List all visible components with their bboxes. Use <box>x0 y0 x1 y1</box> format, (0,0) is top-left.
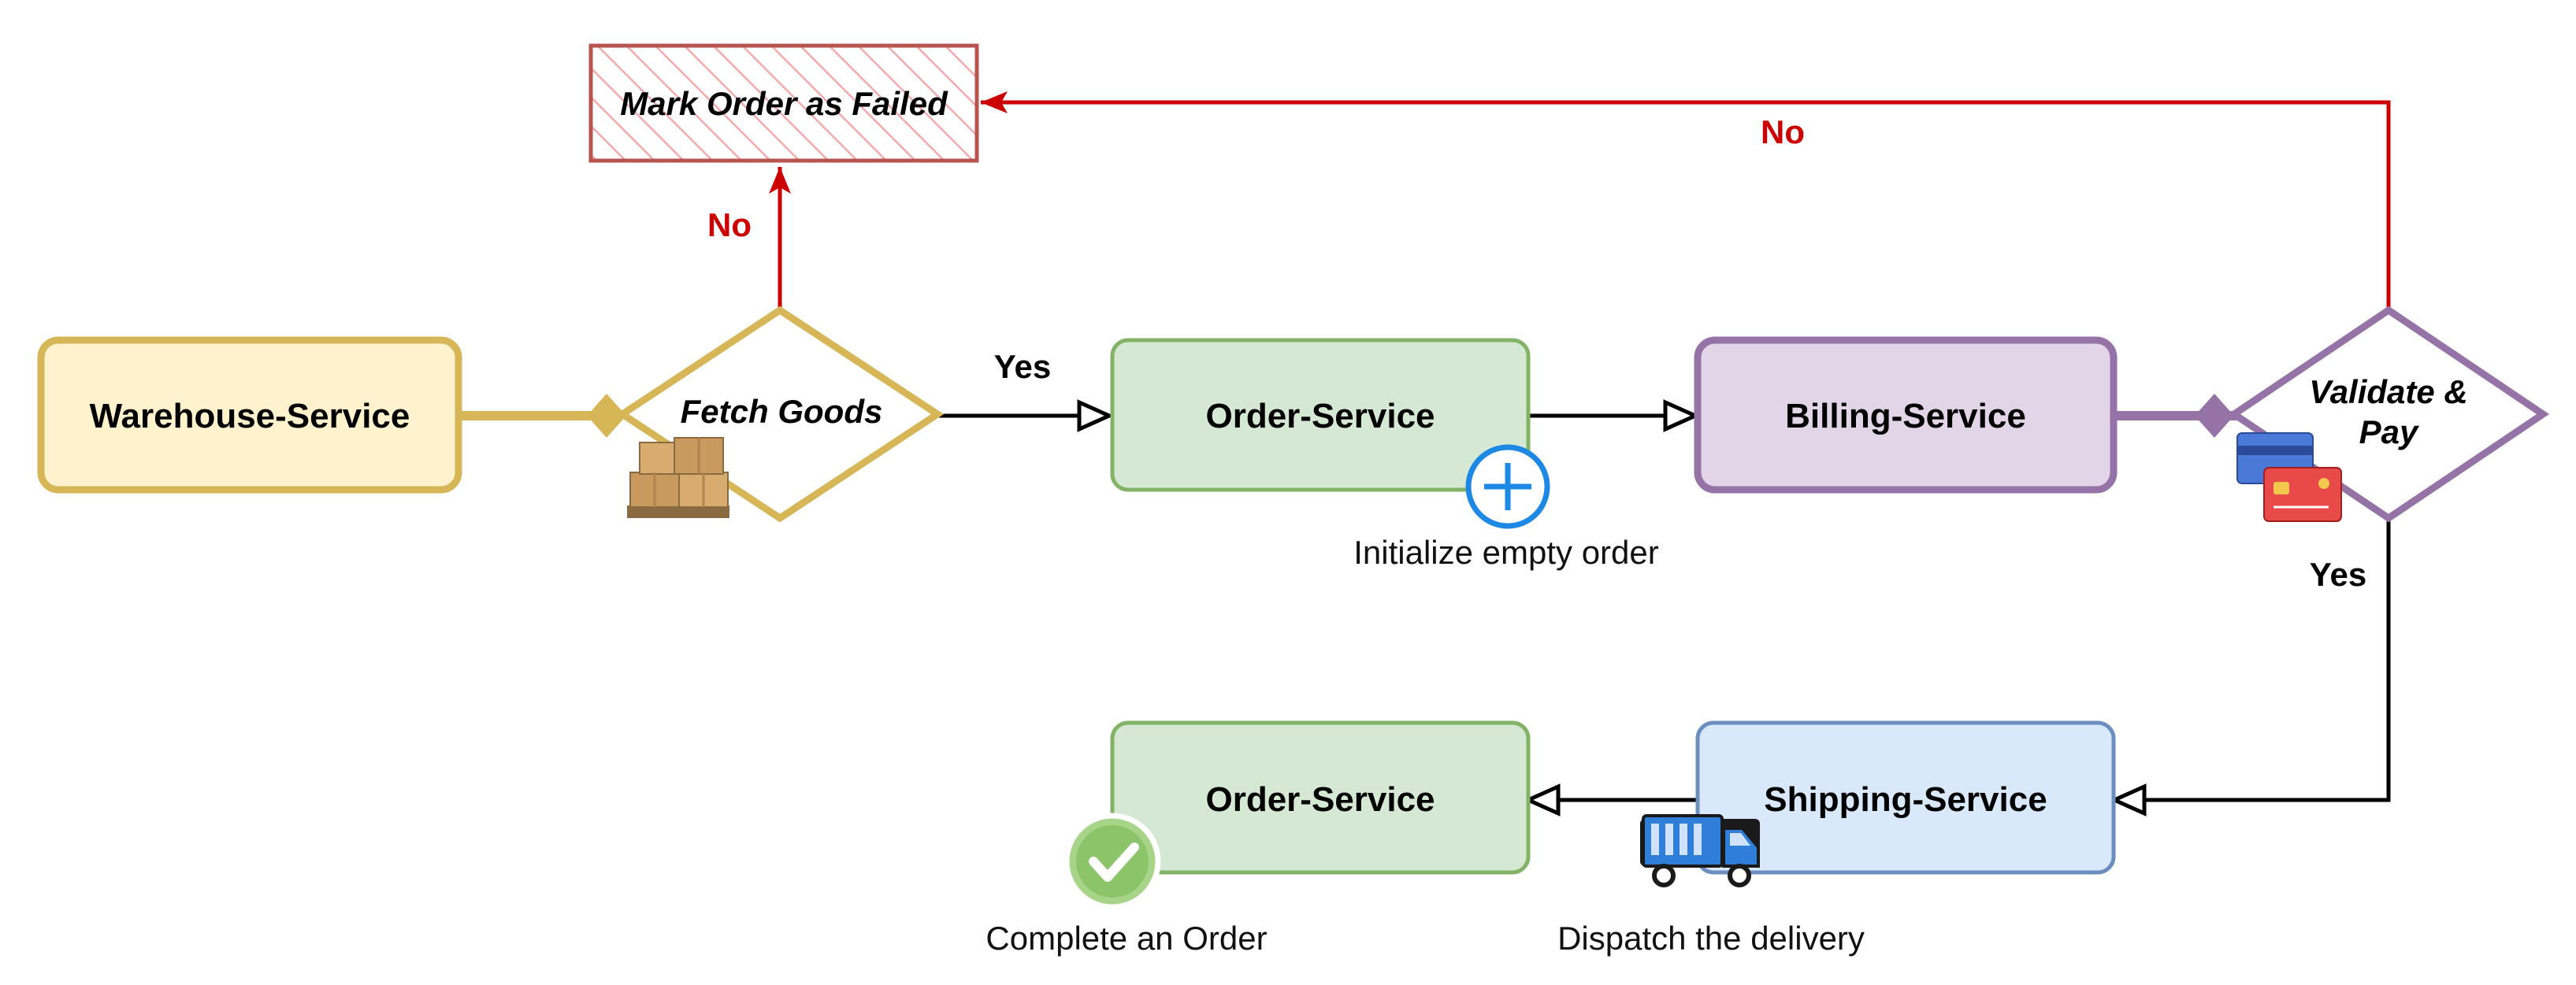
edge-label-fetch-yes: Yes <box>994 348 1051 385</box>
validate-pay-label-line1: Validate & <box>2309 373 2468 410</box>
caption-complete: Complete an Order <box>985 920 1267 957</box>
mark-failed-label: Mark Order as Failed <box>620 85 948 122</box>
billing-service-node: Billing-Service <box>1694 336 2118 494</box>
edge-fetch-to-order-arrow <box>1077 399 1115 432</box>
credit-cards-icon <box>2236 432 2342 522</box>
edge-warehouse-fetch-diamond <box>587 394 626 438</box>
edge-label-validate-yes: Yes <box>2310 556 2366 593</box>
caption-initialize: Initialize empty order <box>1353 534 1659 571</box>
edge-shipping-to-order-arrow <box>1523 783 1561 817</box>
edge-label-validate-no: No <box>1761 113 1805 150</box>
plus-circle-icon <box>1465 444 1550 529</box>
validate-pay-label-line2: Pay <box>2359 413 2420 450</box>
billing-service-label: Billing-Service <box>1785 397 2026 435</box>
warehouse-service-node: Warehouse-Service <box>37 336 462 494</box>
order-service-bottom-node: Order-Service <box>1110 720 1531 875</box>
order-service-top-node: Order-Service <box>1110 338 1531 492</box>
edge-validate-to-shipping <box>2123 521 2391 802</box>
caption-dispatch: Dispatch the delivery <box>1557 920 1865 957</box>
edge-order-to-billing-arrow <box>1663 399 1701 432</box>
edge-billing-validate-diamond <box>2195 394 2234 438</box>
edge-validate-to-shipping-arrow <box>2109 783 2147 817</box>
boxes-icon <box>627 437 729 518</box>
truck-icon <box>1640 814 1760 887</box>
warehouse-service-label: Warehouse-Service <box>90 397 410 435</box>
order-service-top-label: Order-Service <box>1205 397 1435 435</box>
fetch-goods-label: Fetch Goods <box>681 393 883 430</box>
mark-failed-node: Mark Order as Failed <box>588 43 979 163</box>
shipping-service-node: Shipping-Service <box>1695 720 2116 875</box>
edge-validate-to-failed <box>981 91 2391 309</box>
edge-label-fetch-no: No <box>707 206 752 243</box>
order-service-bottom-label: Order-Service <box>1205 780 1435 819</box>
shipping-service-label: Shipping-Service <box>1764 780 2047 819</box>
checkmark-circle-icon <box>1063 813 1161 910</box>
